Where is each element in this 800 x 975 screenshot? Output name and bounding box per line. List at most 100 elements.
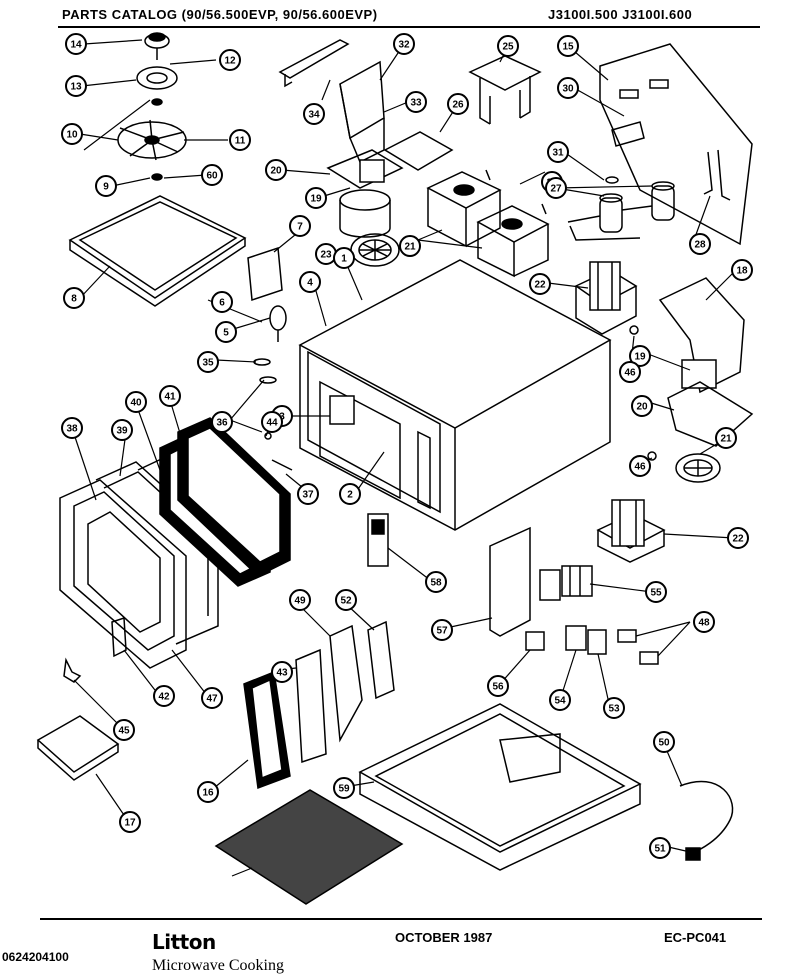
switch-53-54-part: [565, 625, 607, 655]
callout-41: 41: [159, 385, 181, 407]
callout-51: 51: [649, 837, 671, 859]
callout-label: 5: [223, 328, 229, 339]
nameplate-50-part: [36, 715, 120, 781]
callout-label: 19: [310, 194, 322, 205]
callout-38: 38: [61, 417, 83, 439]
door-gasket-45-part: [243, 670, 291, 790]
sensor-board-part: [247, 246, 283, 302]
callout-23: 23: [315, 243, 337, 265]
callout-label: 13: [70, 82, 82, 93]
callout-35: 35: [197, 351, 219, 373]
callout-11: 11: [229, 129, 251, 151]
exploded-parts-diagram: 1412131011960832343326251530312427282019…: [36, 32, 754, 905]
callout-label: 50: [658, 738, 670, 749]
fuse-31-part: [605, 176, 619, 184]
callout-label: 32: [398, 40, 410, 51]
callout-label: 27: [550, 184, 562, 195]
callout-59: 59: [333, 777, 355, 799]
callout-label: 59: [338, 784, 350, 795]
screw-37-part: [271, 459, 293, 471]
callout-label: 17: [124, 818, 136, 829]
callout-18: 18: [731, 259, 753, 281]
callout-label: 21: [404, 242, 416, 253]
callout-14: 14: [65, 33, 87, 55]
callout-31: 31: [547, 141, 569, 163]
callout-label: 38: [66, 424, 78, 435]
callout-label: 14: [70, 40, 82, 51]
callout-56: 56: [487, 675, 509, 697]
callout-label: 18: [736, 266, 748, 277]
callout-6: 6: [211, 291, 233, 313]
callout-9: 9: [95, 175, 117, 197]
blower-wheel-21-part: [675, 453, 721, 483]
callout-1: 1: [333, 247, 355, 269]
callout-33: 33: [405, 91, 427, 113]
capacitor-part: [567, 181, 675, 241]
callout-label: 33: [410, 98, 422, 109]
callout-label: 34: [308, 110, 320, 121]
callout-label: 22: [534, 280, 546, 291]
control-panel-48-part: [329, 624, 363, 743]
callout-label: 15: [562, 42, 574, 53]
wire-28-part: [703, 149, 731, 201]
control-panel-board-part: [599, 43, 753, 246]
latch-42-part: [111, 616, 127, 658]
callout-34: 34: [303, 103, 325, 125]
washer-lower-part: [647, 451, 657, 461]
door-seal-part: [177, 417, 291, 577]
callout-label: 45: [118, 726, 130, 737]
callout-label: 1: [341, 254, 347, 265]
callout-label: 9: [103, 182, 109, 193]
callout-label: 41: [164, 392, 176, 403]
fan-motor-20-part: [326, 149, 404, 238]
callout-label: 37: [302, 490, 314, 501]
callout-label: 28: [694, 240, 706, 251]
callout-12: 12: [219, 49, 241, 71]
callout-label: 42: [158, 692, 170, 703]
washer-part: [629, 325, 639, 335]
callout-43: 43: [271, 661, 293, 683]
callout-label: 11: [235, 136, 246, 147]
callout-label: 46: [624, 368, 636, 379]
clip-35-part: [253, 358, 271, 366]
callout-label: 43: [276, 668, 288, 679]
callout-label: 20: [636, 402, 648, 413]
callout-21: 21: [715, 427, 737, 449]
magnetron-part: [426, 171, 550, 278]
callout-label: 2: [347, 490, 353, 501]
footer-date: OCTOBER 1987: [395, 930, 493, 945]
callout-19: 19: [629, 345, 651, 367]
callout-42: 42: [153, 685, 175, 707]
callouts: 1412131011960832343326251530312427282019…: [61, 33, 753, 859]
callout-label: 53: [608, 704, 620, 715]
callout-46: 46: [629, 455, 651, 477]
callout-label: 21: [720, 434, 732, 445]
brand-logo: Litton: [152, 930, 216, 954]
switch-52-part: [525, 631, 545, 651]
blower-wheel-part: [350, 233, 400, 267]
clip-36-part: [259, 376, 277, 384]
callout-54: 54: [549, 689, 571, 711]
callout-44: 44: [261, 411, 283, 433]
filter-51-part: [214, 789, 404, 905]
callout-label: 44: [266, 418, 278, 429]
callout-20: 20: [265, 159, 287, 181]
fan-blade-part: [117, 119, 187, 161]
callout-40: 40: [125, 391, 147, 413]
callout-49: 49: [289, 589, 311, 611]
callout-label: 51: [654, 844, 666, 855]
document-number: 0624204100: [2, 950, 69, 964]
footer-code: EC-PC041: [664, 930, 727, 945]
callout-46: 46: [619, 361, 641, 383]
model-codes: J3100I.500 J3100I.600: [548, 7, 693, 22]
callout-58: 58: [425, 571, 447, 593]
callout-label: 3: [279, 412, 285, 423]
callout-label: 54: [554, 696, 566, 707]
callout-label: 6: [219, 298, 225, 309]
clip-24-part: [485, 169, 547, 215]
tray-plate-part: [68, 195, 247, 307]
callout-label: 36: [216, 418, 228, 429]
callout-label: 60: [206, 171, 218, 182]
door-outer-frame-part: [59, 479, 187, 669]
fan-motor-hub-part: [136, 32, 178, 106]
